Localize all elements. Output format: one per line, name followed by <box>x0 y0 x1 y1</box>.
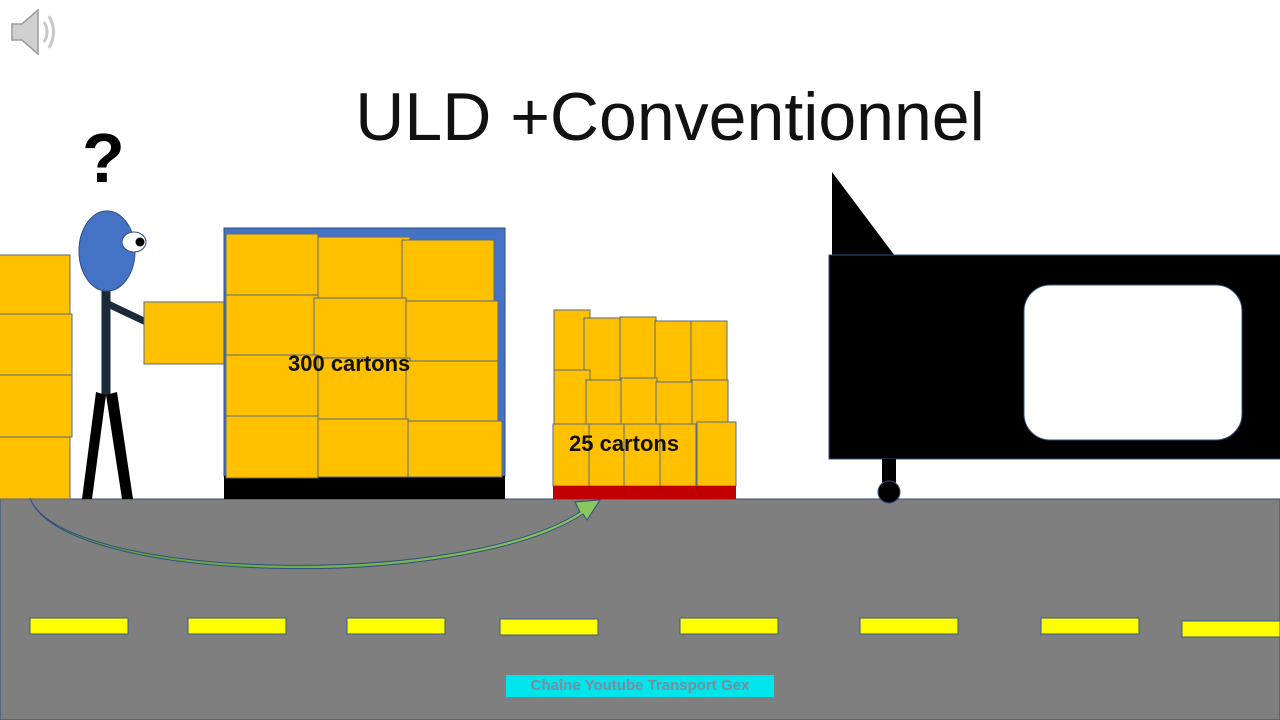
pallet-base <box>553 486 736 499</box>
aircraft-cargo-door <box>1023 284 1243 441</box>
lane-dash <box>679 617 779 635</box>
carton <box>0 254 71 318</box>
lane-dash <box>29 617 129 635</box>
uld-label: 300 cartons <box>288 351 411 376</box>
carton <box>0 313 73 377</box>
held-carton <box>143 301 237 365</box>
question-mark: ? <box>82 119 125 197</box>
aircraft <box>828 172 1280 504</box>
carton <box>0 374 73 438</box>
lane-dash <box>346 617 446 635</box>
lane-dash <box>1040 617 1140 635</box>
curved-arrow <box>29 497 601 570</box>
credit-banner: Chaîne Youtube Transport Gex <box>506 675 774 697</box>
speaker-muted-icon[interactable] <box>8 4 62 60</box>
lane-dash <box>1181 620 1280 638</box>
lane-dash <box>499 618 599 636</box>
uld-base <box>224 476 505 499</box>
lane-dash <box>187 617 287 635</box>
aircraft-tail-fin <box>832 172 895 256</box>
slide-title: ULD +Conventionnel <box>355 79 985 155</box>
stick-figure <box>78 210 148 499</box>
carton <box>0 436 71 500</box>
landing-gear-wheel <box>877 480 901 504</box>
pallet-label: 25 cartons <box>569 431 680 456</box>
lane-markings <box>29 617 1280 638</box>
pallet-stack <box>552 309 737 499</box>
uld-container <box>223 227 506 499</box>
left-carton-stack <box>0 254 73 500</box>
head <box>78 210 136 292</box>
eye <box>121 231 147 253</box>
lane-dash <box>859 617 959 635</box>
